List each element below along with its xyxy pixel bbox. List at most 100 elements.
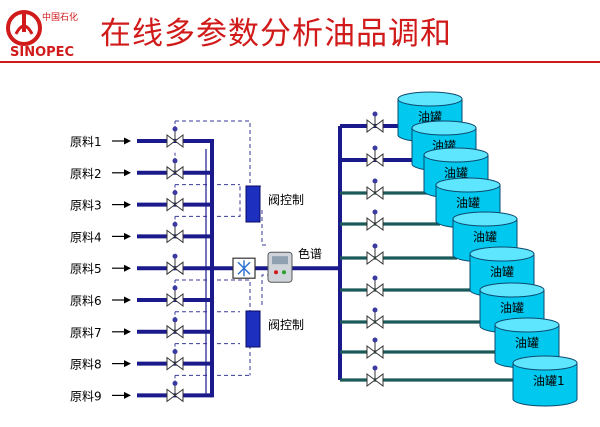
raw-material-label: 原料4 — [70, 230, 102, 244]
raw-material-label: 原料2 — [70, 167, 102, 181]
valve-actuator — [372, 209, 378, 215]
tank-top — [452, 211, 518, 227]
sinopec-logo: 中国石化 SINOPEC — [6, 10, 78, 60]
tank-top — [469, 246, 535, 262]
tank-label: 油罐 — [500, 301, 524, 315]
valve-icon — [166, 261, 176, 276]
valve-icon — [166, 134, 176, 148]
page-title: 在线多参数分析油品调和 — [100, 16, 452, 52]
valve-icon — [366, 373, 376, 387]
valve-actuator — [372, 178, 378, 184]
arrow-head-icon — [124, 137, 131, 145]
valve-actuator — [172, 317, 178, 323]
tank-label: 油罐 — [418, 110, 442, 124]
svg-text:SINOPEC: SINOPEC — [10, 45, 74, 60]
raw-material-label: 原料9 — [70, 389, 102, 403]
signal-line — [175, 184, 241, 217]
tank-label: 油罐 — [490, 265, 514, 279]
valve-icon — [166, 388, 176, 403]
signal-line — [175, 279, 251, 376]
tank-outlets — [340, 111, 517, 387]
valve-icon — [174, 324, 184, 339]
valve-actuator — [372, 337, 378, 343]
tank-top — [512, 355, 578, 371]
valve-icon — [166, 197, 176, 212]
valve-icon — [366, 315, 376, 329]
tank-body — [512, 362, 578, 407]
raw-material-row: 原料6 — [70, 285, 212, 308]
tank-label: 油罐1 — [533, 374, 565, 388]
raw-material-label: 原料3 — [70, 199, 102, 213]
tank-top — [494, 317, 560, 333]
arrow-head-icon — [124, 264, 131, 272]
valve-icon — [174, 293, 184, 307]
arrow-head-icon — [124, 328, 131, 336]
tank-top — [435, 177, 501, 193]
oil-tank: 油罐 — [479, 282, 545, 334]
tank-outlet — [340, 307, 484, 329]
raw-material-row: 原料3 — [70, 190, 212, 213]
raw-material-row: 原料5 — [70, 253, 212, 276]
valve-actuator — [172, 221, 178, 227]
tank-label: 油罐 — [515, 336, 539, 350]
valve-actuator — [172, 285, 178, 291]
svg-text:中国石化: 中国石化 — [42, 11, 78, 23]
valve-icon — [366, 251, 376, 265]
valve-control-label: 阀控制 — [268, 193, 304, 207]
valve-icon — [374, 119, 384, 133]
analyzer-light — [274, 270, 278, 275]
arrow-head-icon — [124, 360, 131, 368]
valve-icon — [166, 165, 176, 180]
valve-actuator — [172, 253, 178, 259]
valve-actuator — [372, 365, 378, 371]
valve-icon — [166, 293, 176, 307]
tank-outlet — [340, 243, 457, 265]
valve-actuator — [172, 126, 178, 132]
tank-outlet — [340, 275, 474, 297]
tank-label: 油罐 — [473, 230, 497, 244]
tank-outlet — [340, 209, 440, 231]
raw-material-row: 原料1 — [70, 126, 212, 149]
analyzer-light — [282, 270, 286, 275]
valve-icon — [374, 251, 384, 265]
valve-icon — [374, 315, 384, 329]
valve-actuator — [172, 190, 178, 196]
valve-icon — [366, 119, 376, 133]
analyzer-label: 色谱 — [298, 247, 322, 261]
signal-line — [175, 120, 262, 187]
raw-material-label: 原料5 — [70, 262, 102, 276]
valve-icon — [174, 165, 184, 180]
tank-top — [479, 282, 545, 298]
raw-material-label: 原料1 — [70, 135, 102, 149]
tank-label: 油罐 — [456, 196, 480, 210]
raw-material-label: 原料7 — [70, 326, 102, 340]
valve-icon — [174, 388, 184, 403]
valve-icon — [366, 153, 376, 167]
valve-icon — [174, 261, 184, 276]
valve-actuator — [172, 158, 178, 164]
mixer-icon — [237, 260, 251, 277]
raw-material-row: 原料9 — [70, 380, 212, 403]
valve-control-label: 阀控制 — [268, 318, 304, 332]
valve-icon — [166, 229, 176, 244]
valve-actuator — [372, 111, 378, 117]
arrow-head-icon — [124, 169, 131, 177]
valve-icon — [366, 345, 376, 359]
valve-icon — [374, 373, 384, 387]
tank-label: 油罐 — [444, 166, 468, 180]
oil-tank: 油罐1 — [512, 355, 578, 407]
tank-outlet — [340, 178, 428, 200]
raw-material-row: 原料4 — [70, 221, 212, 244]
valve-actuator — [172, 380, 178, 386]
valve-icon — [374, 283, 384, 297]
raw-material-row: 原料2 — [70, 158, 212, 181]
valve-actuator — [372, 243, 378, 249]
valve-controller-box — [245, 310, 261, 348]
valve-icon — [174, 134, 184, 148]
valve-actuator — [372, 145, 378, 151]
valve-icon — [366, 186, 376, 200]
tank-top — [423, 147, 489, 163]
